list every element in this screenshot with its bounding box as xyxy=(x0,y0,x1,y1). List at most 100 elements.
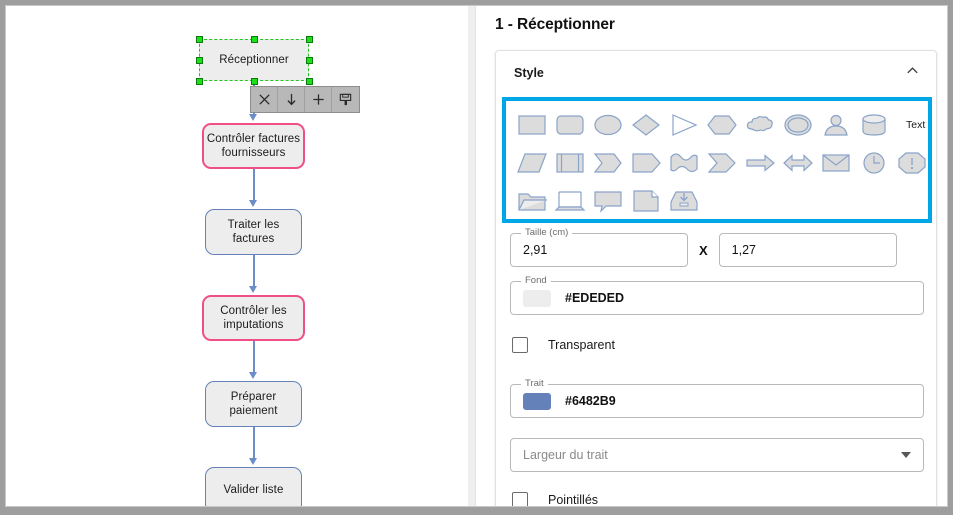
node-label: Traiter les factures xyxy=(227,218,280,245)
shape-process[interactable] xyxy=(554,150,586,176)
shape-parallelogram[interactable] xyxy=(516,150,548,176)
style-section-header[interactable]: Style xyxy=(496,51,938,95)
fill-color-swatch[interactable] xyxy=(523,289,551,307)
diagram-node[interactable]: Préparer paiement xyxy=(205,381,302,427)
node-label: Contrôler factures fournisseurs xyxy=(206,132,301,159)
connector-arrowhead xyxy=(249,458,257,465)
shape-palette-row-3 xyxy=(516,182,924,220)
fill-field-label: Fond xyxy=(521,275,551,286)
node-label: Valider liste xyxy=(223,483,284,496)
size-height-value: 1,27 xyxy=(731,243,757,257)
format-painter-icon[interactable] xyxy=(332,87,359,112)
node-label: Préparer paiement xyxy=(229,390,278,417)
shape-envelope[interactable] xyxy=(820,150,852,176)
connector-arrowhead xyxy=(249,114,257,121)
size-width-value: 2,91 xyxy=(523,243,548,257)
resize-handle-n[interactable] xyxy=(251,36,258,43)
style-card: Style Text xyxy=(495,50,937,506)
shape-callout[interactable] xyxy=(592,188,624,214)
shape-clock[interactable] xyxy=(858,150,890,176)
app-frame: Réceptionner Contrôler factures fourniss… xyxy=(5,5,948,507)
chevron-down-icon[interactable] xyxy=(901,452,911,458)
diagram-canvas[interactable]: Réceptionner Contrôler factures fourniss… xyxy=(6,6,468,506)
shape-rectangle[interactable] xyxy=(516,112,548,138)
size-width-input[interactable]: Taille (cm) 2,91 xyxy=(510,227,688,267)
style-section-label: Style xyxy=(514,66,544,80)
diagram-node-selected[interactable]: Réceptionner xyxy=(199,39,309,81)
transparent-checkbox-row[interactable]: Transparent xyxy=(512,337,615,353)
shape-arrow-pentagon[interactable] xyxy=(630,150,662,176)
connector-line xyxy=(253,255,255,287)
shape-palette-row-2 xyxy=(516,144,926,182)
stroke-width-row: Largeur du trait xyxy=(510,438,924,472)
delete-icon[interactable] xyxy=(251,87,278,112)
connector-arrowhead xyxy=(249,372,257,379)
stroke-color-swatch[interactable] xyxy=(523,392,551,410)
node-context-toolbar[interactable] xyxy=(250,86,360,113)
node-label: Réceptionner xyxy=(219,53,289,66)
connector-arrowhead xyxy=(249,200,257,207)
shape-text[interactable]: Text xyxy=(906,119,926,131)
shape-triangle[interactable] xyxy=(668,112,700,138)
shape-double-arrow[interactable] xyxy=(782,150,814,176)
stroke-width-select[interactable]: Largeur du trait xyxy=(510,438,924,472)
shape-document-page[interactable] xyxy=(630,188,662,214)
fill-field-row: Fond #EDEDED xyxy=(510,275,924,315)
diagram-node[interactable]: Traiter les factures xyxy=(205,209,302,255)
size-field-row: Taille (cm) 2,91 X 1,27 xyxy=(510,227,924,267)
properties-panel: 1 - Réceptionner Style xyxy=(477,6,947,506)
shape-wave-document[interactable] xyxy=(668,150,700,176)
fill-color-value: #EDEDED xyxy=(565,291,625,305)
stroke-color-input[interactable]: Trait #6482B9 xyxy=(510,378,924,418)
resize-handle-nw[interactable] xyxy=(196,36,203,43)
shape-palette[interactable]: Text xyxy=(502,97,932,223)
transparent-checkbox[interactable] xyxy=(512,337,528,353)
diagram-node[interactable]: Valider liste xyxy=(205,467,302,506)
diagram-node[interactable]: Contrôler les imputations xyxy=(202,295,305,341)
stroke-field-label: Trait xyxy=(521,378,548,389)
resize-handle-w[interactable] xyxy=(196,57,203,64)
connector-line xyxy=(253,427,255,459)
shape-cylinder[interactable] xyxy=(858,112,890,138)
dotted-checkbox-row[interactable]: Pointillés xyxy=(512,492,598,506)
shape-chevron-tab[interactable] xyxy=(592,150,624,176)
size-height-input[interactable]: 1,27 xyxy=(718,233,897,267)
connector-line xyxy=(253,341,255,373)
resize-handle-se[interactable] xyxy=(306,78,313,85)
shape-ellipse[interactable] xyxy=(592,112,624,138)
connector-arrowhead xyxy=(249,286,257,293)
transparent-label: Transparent xyxy=(548,338,615,352)
shape-folder[interactable] xyxy=(516,188,548,214)
node-label: Contrôler les imputations xyxy=(220,304,287,331)
page-title: 1 - Réceptionner xyxy=(495,16,615,33)
shape-chevron[interactable] xyxy=(706,150,738,176)
shape-diamond[interactable] xyxy=(630,112,662,138)
diagram-node[interactable]: Contrôler factures fournisseurs xyxy=(202,123,305,169)
fill-color-input[interactable]: Fond #EDEDED xyxy=(510,275,924,315)
resize-handle-s[interactable] xyxy=(251,78,258,85)
resize-handle-e[interactable] xyxy=(306,57,313,64)
shape-hexagon[interactable] xyxy=(706,112,738,138)
shape-inbox-tray[interactable] xyxy=(668,188,700,214)
shape-cloud[interactable] xyxy=(744,112,776,138)
panel-divider xyxy=(468,6,476,506)
stroke-color-value: #6482B9 xyxy=(565,394,616,408)
add-icon[interactable] xyxy=(305,87,332,112)
stroke-field-row: Trait #6482B9 xyxy=(510,378,924,418)
dotted-checkbox[interactable] xyxy=(512,492,528,506)
shape-actor[interactable] xyxy=(820,112,852,138)
shape-octagon-alert[interactable] xyxy=(896,150,928,176)
shape-rounded-rectangle[interactable] xyxy=(554,112,586,138)
size-field-label: Taille (cm) xyxy=(521,227,573,238)
resize-handle-ne[interactable] xyxy=(306,36,313,43)
arrow-down-icon[interactable] xyxy=(278,87,305,112)
dotted-label: Pointillés xyxy=(548,493,599,506)
shape-laptop[interactable] xyxy=(554,188,586,214)
size-separator: X xyxy=(699,242,708,258)
shape-arrow-right[interactable] xyxy=(744,150,776,176)
resize-handle-sw[interactable] xyxy=(196,78,203,85)
chevron-up-icon[interactable] xyxy=(905,63,920,83)
stroke-width-placeholder: Largeur du trait xyxy=(523,448,608,462)
shape-double-ellipse[interactable] xyxy=(782,112,814,138)
